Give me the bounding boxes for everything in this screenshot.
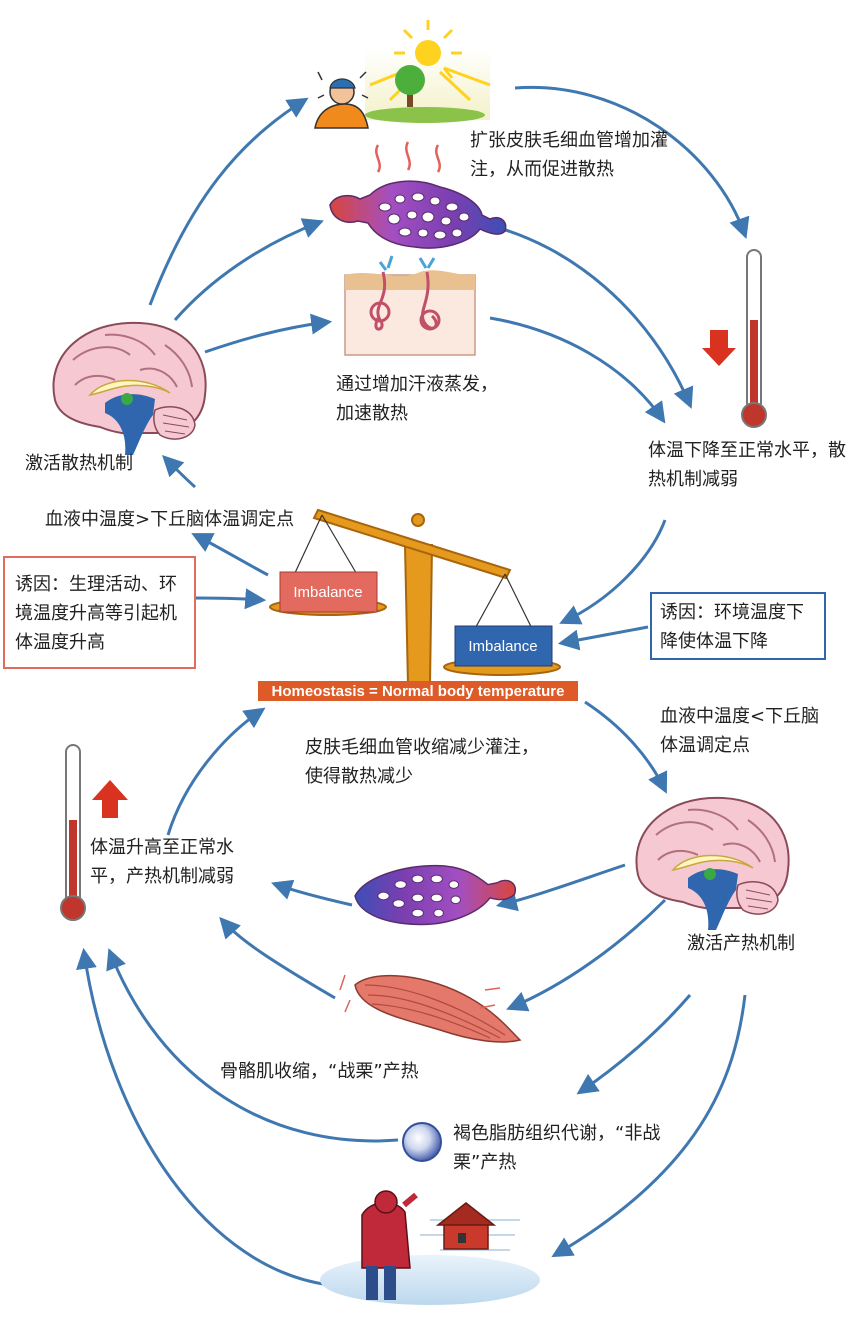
- dilated-capillary-icon: [329, 180, 507, 249]
- homeostasis-bar: [258, 681, 578, 701]
- cold-scene-illustration: [320, 1190, 540, 1305]
- hot-environment-illustration: [314, 20, 491, 129]
- sun-icon: [369, 20, 491, 102]
- tree-icon: [365, 65, 485, 123]
- activate-heating-label: 激活产热机制: [687, 933, 795, 954]
- cause-low-box: 诱因：环境温度下降使体温下降: [650, 592, 826, 660]
- imbalance-box-red: [279, 571, 378, 613]
- thermometer-up-icon: [60, 744, 128, 921]
- brain-top-icon: [52, 321, 207, 456]
- brown-fat-label: 褐色脂肪组织代谢，“非战栗”产热: [453, 1123, 661, 1173]
- balance-scale: Imbalance Imbalance Homeostasis = Normal…: [258, 508, 578, 701]
- blood-low-label: 血液中温度<下丘脑体温调定点: [660, 706, 820, 756]
- flow-arrows: [76, 85, 750, 1287]
- imbalance-box-blue: [454, 625, 553, 667]
- constricted-capillary-icon: [354, 864, 517, 926]
- house-icon: [435, 1202, 497, 1250]
- shivering-label: 骨骼肌收缩，“战栗”产热: [220, 1061, 419, 1082]
- sweat-label: 通过增加汗液蒸发，加速散热: [336, 374, 498, 424]
- hot-person-icon: [314, 71, 369, 129]
- vasoconstriction-label: 皮肤毛细血管收缩减少灌注，使得散热减少: [305, 737, 539, 787]
- homeostasis-bar-label: Homeostasis = Normal body temperature: [271, 683, 564, 700]
- fat-cell-icon: [402, 1122, 442, 1162]
- temp-drop-label: 体温下降至正常水平，散热机制减弱: [648, 440, 846, 490]
- left-pan-label: Imbalance: [293, 584, 362, 601]
- right-pan-label: Imbalance: [468, 638, 537, 655]
- temp-rise-label: 体温升高至正常水平，产热机制减弱: [90, 837, 234, 887]
- cause-high-box: 诱因：生理活动、环境温度升高等引起机体温度升高: [3, 556, 196, 669]
- heat-waves: [375, 141, 441, 173]
- activate-cooling-label: 激活散热机制: [25, 453, 133, 474]
- sweat-gland-icon: [344, 255, 476, 356]
- brain-bottom-icon: [635, 796, 790, 931]
- thermometer-down-icon: [702, 249, 767, 428]
- blood-high-label: 血液中温度>下丘脑体温调定点: [45, 509, 295, 530]
- vasodilation-label: 扩张皮肤毛细血管增加灌注，从而促进散热: [470, 130, 668, 180]
- muscle-icon: [339, 974, 522, 1043]
- cold-person-icon: [361, 1190, 418, 1300]
